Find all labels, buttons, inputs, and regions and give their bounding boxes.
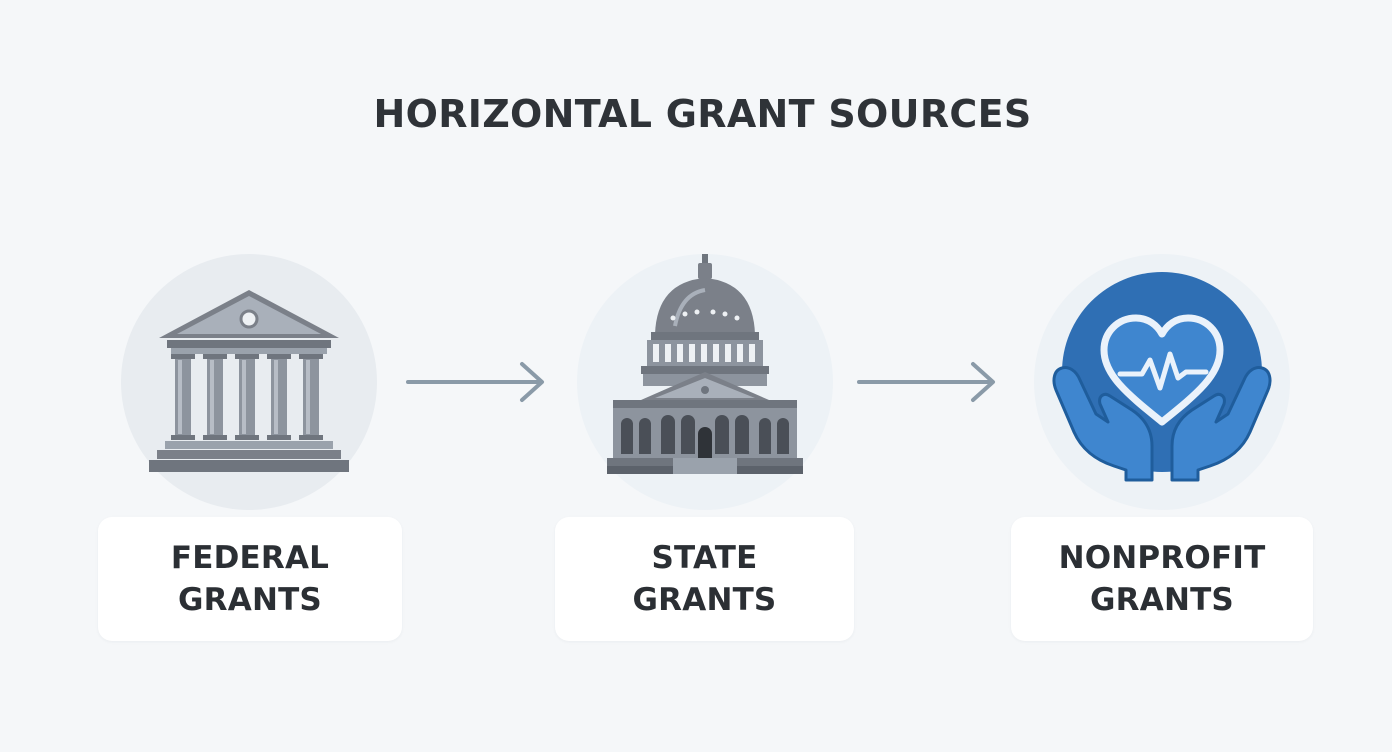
heart-hands-icon bbox=[1052, 272, 1272, 482]
state-icon-circle bbox=[577, 254, 833, 510]
arrow-federal-to-state bbox=[406, 362, 544, 402]
nonprofit-icon-circle bbox=[1034, 254, 1290, 510]
state-label-line1: STATE bbox=[651, 540, 758, 576]
diagram-title: HORIZONTAL GRANT SOURCES bbox=[373, 92, 1032, 136]
capitol-building-icon bbox=[607, 254, 803, 474]
federal-label-line1: FEDERAL bbox=[170, 540, 330, 576]
nonprofit-label-line2: GRANTS bbox=[1090, 582, 1234, 618]
federal-label-line2: GRANTS bbox=[178, 582, 322, 618]
federal-grants-card: FEDERAL GRANTS bbox=[98, 517, 402, 641]
state-grants-card: STATE GRANTS bbox=[555, 517, 854, 641]
nonprofit-label-line1: NONPROFIT bbox=[1058, 540, 1266, 576]
arrow-state-to-nonprofit bbox=[857, 362, 995, 402]
nonprofit-grants-card: NONPROFIT GRANTS bbox=[1011, 517, 1313, 641]
federal-icon-circle bbox=[121, 254, 377, 510]
state-label-line2: GRANTS bbox=[632, 582, 777, 618]
federal-building-icon bbox=[149, 290, 349, 472]
